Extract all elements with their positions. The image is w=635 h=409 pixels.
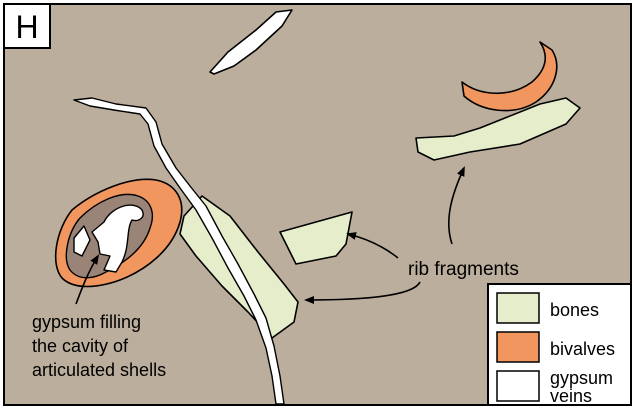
legend: bones bivalves gypsum veins — [488, 284, 631, 406]
label-gypsum-filling-line1: gypsum filling — [32, 312, 141, 332]
legend-swatch-bones — [497, 293, 539, 323]
legend-label-veins: veins — [550, 386, 592, 406]
legend-swatch-bivalves — [497, 332, 539, 362]
label-rib-fragments: rib fragments — [408, 259, 519, 280]
legend-label-bivalves: bivalves — [550, 339, 615, 359]
legend-label-bones: bones — [550, 300, 599, 320]
panel-letter: H — [15, 9, 38, 45]
label-gypsum-filling-line2: the cavity of — [32, 336, 129, 356]
legend-label-gypsum: gypsum — [550, 368, 613, 388]
legend-swatch-gypsum-veins — [497, 371, 539, 401]
label-gypsum-filling-line3: articulated shells — [32, 360, 166, 380]
